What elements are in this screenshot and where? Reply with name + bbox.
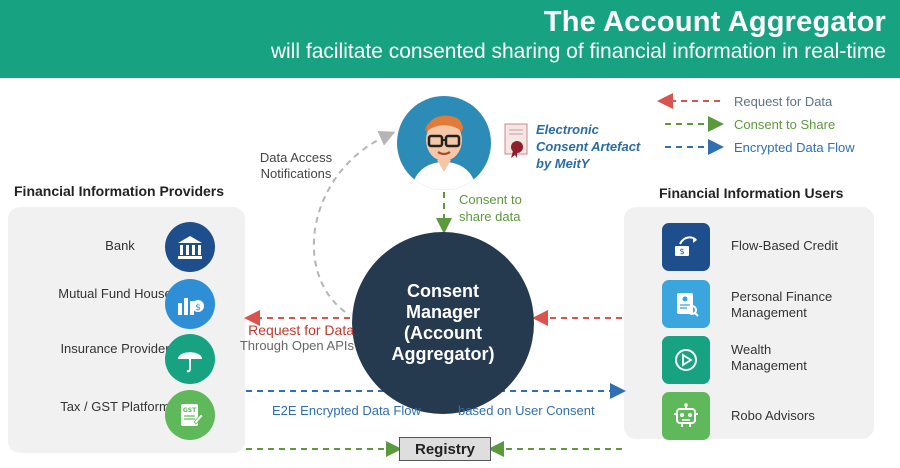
gst-document-icon: GST — [165, 390, 215, 440]
page-subtitle: will facilitate consented sharing of fin… — [270, 40, 886, 63]
legend-encrypted-label: Encrypted Data Flow — [734, 140, 855, 155]
registry-box: Registry — [399, 437, 491, 461]
svg-text:GST: GST — [183, 407, 197, 414]
provider-label-bank: Bank — [105, 238, 135, 253]
robot-icon — [662, 392, 710, 440]
header-banner: The Account Aggregator will facilitate c… — [0, 0, 900, 78]
artefact-label: Electronic Consent Artefact by MeitY — [536, 122, 641, 171]
notifications-label: Data Access Notifications — [259, 150, 333, 181]
play-icon — [662, 336, 710, 384]
encrypted-left-label: E2E Encrypted Data Flow — [272, 403, 421, 418]
providers-title: Financial Information Providers — [14, 183, 225, 199]
bank-icon — [165, 222, 215, 272]
users-title: Financial Information Users — [659, 185, 844, 201]
user-label-pfm: Personal Finance Management — [731, 289, 833, 320]
user-label-credit: Flow-Based Credit — [731, 238, 838, 253]
user-label-robo: Robo Advisors — [731, 408, 815, 423]
umbrella-icon — [165, 334, 215, 384]
provider-label-gst: Tax / GST Platform — [60, 399, 170, 414]
page-title: The Account Aggregator — [543, 6, 886, 38]
legend-consent-label: Consent to Share — [734, 117, 836, 132]
encrypted-right-label: based on User Consent — [458, 403, 595, 418]
notifications-arrow — [313, 130, 396, 313]
certificate-icon — [503, 123, 531, 159]
provider-label-mutual-fund: Mutual Fund House — [58, 286, 172, 301]
consent-manager-label: Consent Manager (Account Aggregator) — [391, 281, 495, 364]
user-avatar-icon — [397, 96, 491, 190]
legend-request-label: Request for Data — [734, 94, 833, 109]
consent-manager-circle: Consent Manager (Account Aggregator) — [352, 232, 534, 414]
request-label: Request for Data — [248, 322, 354, 338]
request-sublabel: Through Open APIs — [239, 338, 354, 353]
credit-icon: $ — [662, 223, 710, 271]
svg-text:$: $ — [195, 303, 201, 313]
consent-label: Consent to share data — [459, 192, 522, 224]
user-label-wealth: Wealth Management — [731, 342, 807, 373]
finance-management-icon — [662, 280, 710, 328]
provider-label-insurance: Insurance Provider — [60, 341, 170, 356]
svg-text:$: $ — [679, 247, 684, 256]
mutual-fund-icon: $ — [165, 279, 215, 329]
registry-label: Registry — [414, 440, 476, 458]
